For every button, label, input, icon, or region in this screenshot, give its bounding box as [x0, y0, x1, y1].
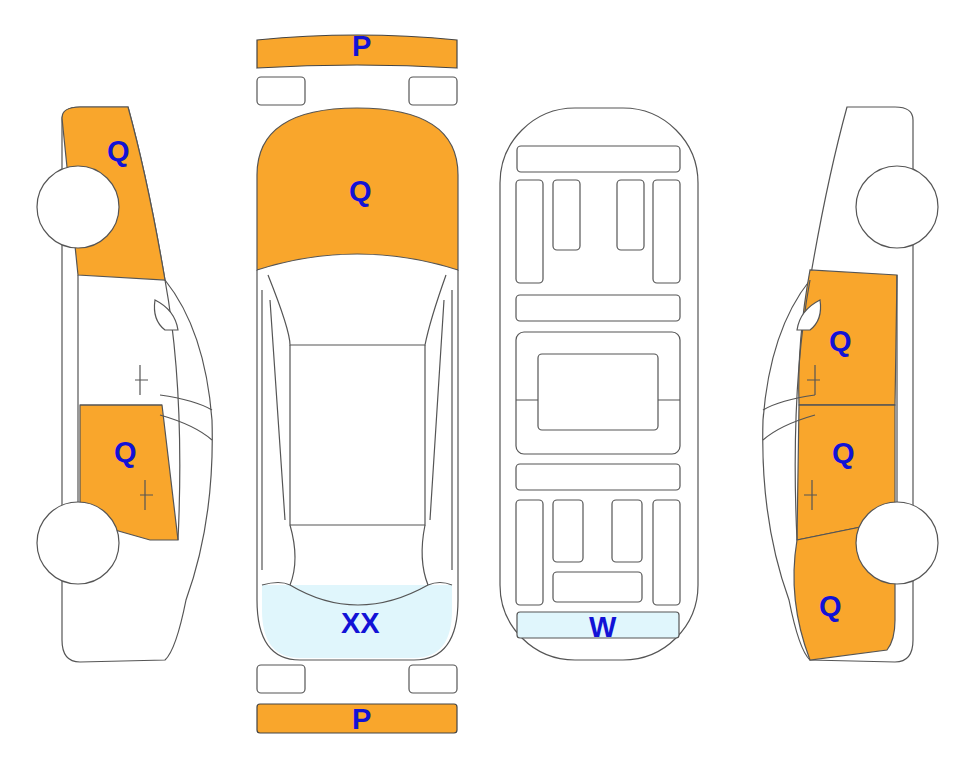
damage-code: Q	[832, 439, 855, 468]
damage-code: W	[589, 613, 616, 642]
damage-code: Q	[819, 592, 842, 621]
damage-code: XX	[341, 609, 380, 638]
damage-code: P	[352, 705, 371, 734]
damage-code: P	[352, 32, 371, 61]
damage-code: Q	[107, 137, 130, 166]
damage-code: Q	[829, 327, 852, 356]
damage-code: Q	[349, 177, 372, 206]
damage-code: Q	[114, 438, 137, 467]
